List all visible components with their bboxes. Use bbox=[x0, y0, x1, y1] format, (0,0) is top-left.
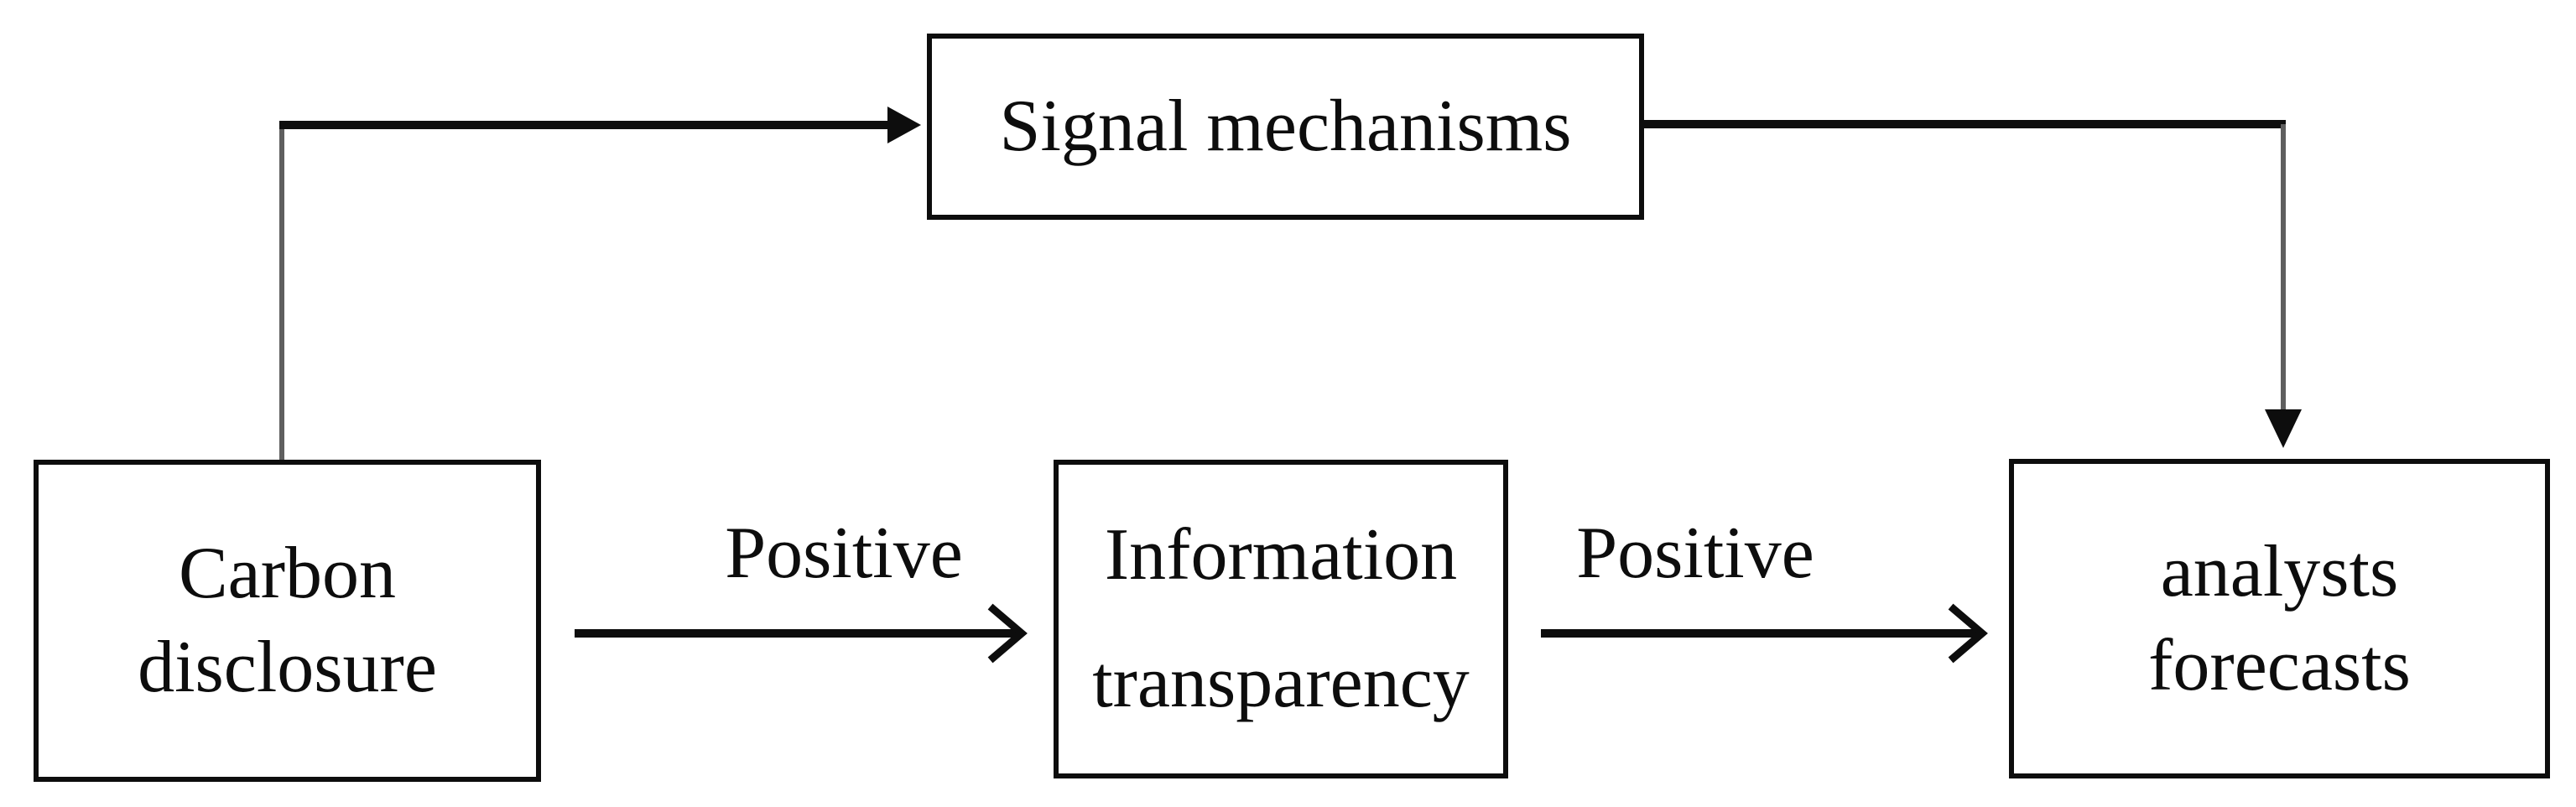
analysts-forecasts-label-line1: analysts bbox=[2160, 530, 2399, 612]
analysts-forecasts-box: analysts forecasts bbox=[2009, 459, 2550, 778]
carbon-disclosure-label-line2: disclosure bbox=[138, 627, 437, 708]
analysts-forecasts-label-line2: forecasts bbox=[2148, 624, 2411, 706]
edge-label-positive-information-to-analysts: Positive bbox=[1576, 513, 1814, 594]
arrow-carbon-to-information bbox=[575, 603, 1028, 664]
information-transparency-label-line1: Information bbox=[1104, 514, 1458, 596]
edge-label-positive-carbon-to-information: Positive bbox=[725, 513, 963, 594]
arrowhead-chevron-right-icon bbox=[1948, 603, 1988, 664]
signal-mechanisms-label: Signal mechanisms bbox=[999, 86, 1572, 168]
signal-mechanisms-box: Signal mechanisms bbox=[927, 34, 1644, 220]
arrow-information-to-analysts bbox=[1541, 603, 1988, 664]
information-transparency-box: Information transparency bbox=[1054, 460, 1508, 778]
arrow-carbon-to-signal bbox=[279, 107, 921, 460]
carbon-disclosure-box: Carbon disclosure bbox=[34, 460, 541, 782]
arrow-signal-to-analysts bbox=[1644, 120, 2302, 448]
arrowhead-right-icon bbox=[887, 107, 921, 143]
carbon-disclosure-label-line1: Carbon bbox=[178, 533, 397, 615]
information-transparency-label-line2: transparency bbox=[1092, 642, 1470, 723]
arrowhead-chevron-right-icon bbox=[987, 603, 1028, 664]
arrowhead-down-icon bbox=[2265, 409, 2302, 448]
